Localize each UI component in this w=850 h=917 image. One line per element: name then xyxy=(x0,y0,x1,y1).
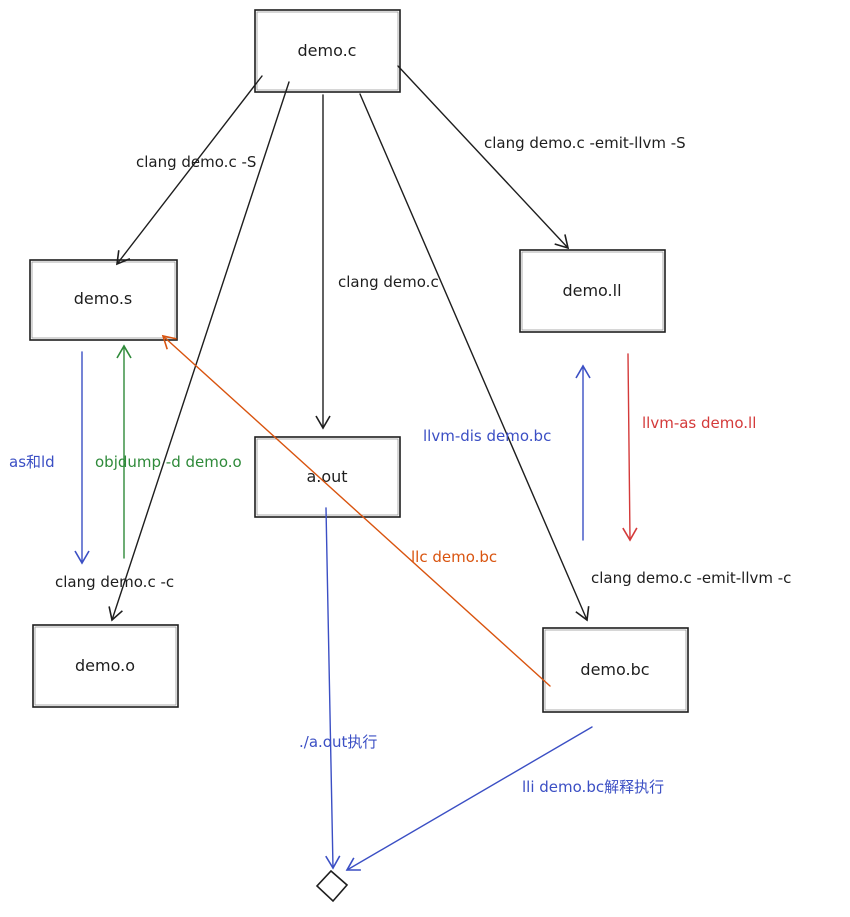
edge-aout-run xyxy=(325,507,341,870)
node-demo-ll: demo.ll xyxy=(519,249,666,333)
edge-c-to-bc xyxy=(359,93,590,622)
label-c-to-s: clang demo.c -S xyxy=(136,153,256,171)
node-label-demo-bc: demo.bc xyxy=(580,660,649,679)
label-o-to-s: objdump -d demo.o xyxy=(95,453,242,471)
node-label-demo-o: demo.o xyxy=(75,656,135,675)
label-c-to-o: clang demo.c -c xyxy=(55,573,174,591)
edge-bc-interpret xyxy=(345,726,593,871)
node-a-out: a.out xyxy=(254,436,401,518)
node-demo-s: demo.s xyxy=(29,259,178,341)
node-demo-o: demo.o xyxy=(32,624,179,708)
edge-c-to-ll xyxy=(397,65,570,250)
diamond-end-node xyxy=(315,869,349,903)
label-bc-to-s: llc demo.bc xyxy=(411,548,497,566)
node-demo-bc: demo.bc xyxy=(542,627,689,713)
edge-c-to-o xyxy=(108,81,290,622)
node-demo-c: demo.c xyxy=(254,9,401,93)
label-ll-to-bc: llvm-as demo.ll xyxy=(642,414,756,432)
edge-c-to-s xyxy=(116,75,263,266)
edge-bc-to-s xyxy=(161,334,551,687)
label-c-to-ll: clang demo.c -emit-llvm -S xyxy=(484,134,686,152)
label-c-to-aout: clang demo.c xyxy=(338,273,439,291)
label-s-to-o: as和ld xyxy=(9,453,55,471)
node-label-demo-ll: demo.ll xyxy=(562,281,621,300)
node-label-demo-s: demo.s xyxy=(74,289,133,308)
node-label-a-out: a.out xyxy=(306,467,347,486)
label-aout-run: ./a.out执行 xyxy=(299,733,377,751)
edge-ll-to-bc xyxy=(622,353,638,542)
label-bc-to-ll: llvm-dis demo.bc xyxy=(423,427,551,445)
label-c-to-bc: clang demo.c -emit-llvm -c xyxy=(591,569,791,587)
node-label-demo-c: demo.c xyxy=(298,41,357,60)
label-bc-interpret: lli demo.bc解释执行 xyxy=(522,778,664,796)
